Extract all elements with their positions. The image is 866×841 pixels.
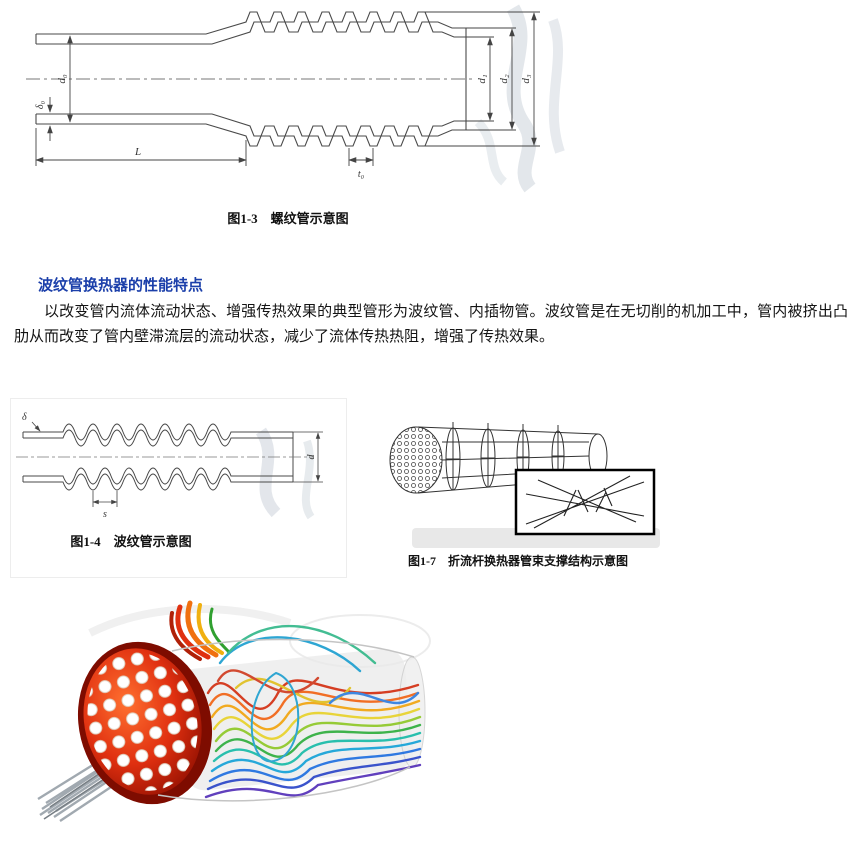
fig17-drawing: [389, 422, 660, 548]
dim-label-d2: d₂: [498, 74, 510, 84]
tube-stubs: [37, 761, 121, 822]
section-heading: 波纹管换热器的性能特点: [38, 278, 204, 294]
figure-1-4: δ s d 图1-4 波纹管示意图: [10, 398, 347, 578]
figure-1-3: d₀ δ₀ L t₀ d₁ d₂ d₃ 图1-3 螺纹管示意图: [8, 2, 568, 227]
dim-label-d3: d₃: [520, 74, 532, 84]
figure-1-7-caption: 图1-7 折流杆换热器管束支撑结构示意图: [408, 554, 628, 568]
flow-streamlines: [204, 624, 422, 799]
watermark: [474, 4, 565, 193]
corrugated-tube-outline: [22, 423, 294, 491]
shell-outline: [157, 638, 415, 802]
threaded-tube-outline: [35, 11, 467, 147]
baffle-rod-inset: [514, 468, 656, 536]
shell-body: [175, 648, 414, 791]
watermark: [255, 427, 315, 520]
dim-label-s: s: [103, 509, 107, 520]
fig13-drawing: d₀ δ₀ L t₀ d₁ d₂ d₃: [26, 4, 565, 193]
dim-label-d0: d₀: [56, 74, 68, 84]
cfd-drawing: [37, 600, 431, 822]
dim-label-d1: d₁: [476, 74, 488, 84]
dimension-lines: [31, 421, 323, 507]
dim-label-delta: δ: [22, 412, 27, 423]
figure-1-4-caption: 图1-4 波纹管示意图: [70, 534, 192, 549]
dim-label-delta0: δ₀: [35, 100, 46, 109]
dim-label-L: L: [134, 146, 141, 158]
dimension-lines: [35, 11, 540, 166]
inlet-streamlines: [169, 600, 230, 661]
figure-1-7: 图1-7 折流杆换热器管束支撑结构示意图: [368, 398, 668, 569]
figure-1-3-caption: 图1-3 螺纹管示意图: [227, 211, 349, 226]
tube-sheet: [77, 641, 213, 805]
cfd-simulation-image: [30, 593, 432, 839]
dim-label-d: d: [306, 454, 317, 460]
fig14-drawing: δ s d: [16, 412, 323, 520]
dim-label-t0: t₀: [358, 169, 365, 180]
body-paragraph: 以改变管内流体流动状态、增强传热效果的典型管形为波纹管、内插物管。波纹管是在无切…: [14, 304, 848, 345]
